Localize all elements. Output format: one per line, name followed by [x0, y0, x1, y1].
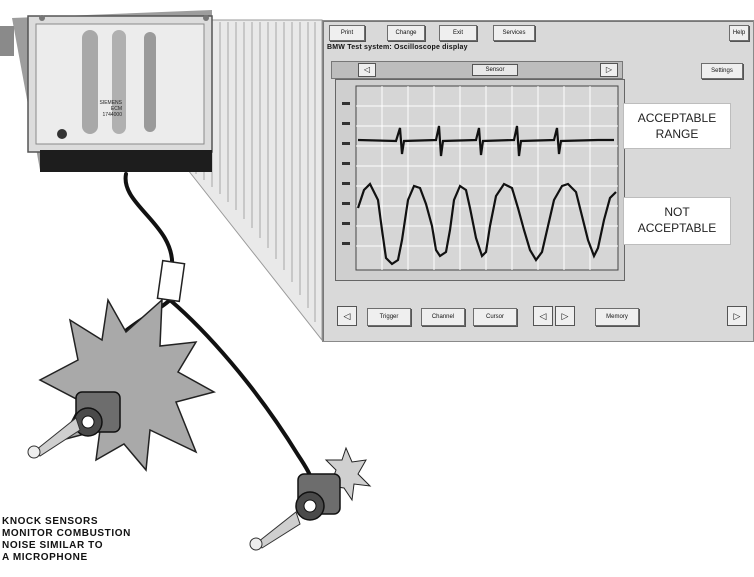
caption-line: MONITOR COMBUSTION	[2, 528, 202, 540]
harness-junction	[157, 261, 184, 302]
settings-button[interactable]: Settings	[701, 63, 743, 79]
arrow-right-icon[interactable]: ▷	[600, 63, 618, 77]
scope-axis-ticks	[342, 102, 350, 245]
page-forward-icon[interactable]: ▷	[727, 306, 747, 326]
print-button[interactable]: Print	[329, 25, 365, 41]
annotation-line: ACCEPTABLE	[624, 220, 730, 236]
annotation-line: ACCEPTABLE	[624, 110, 730, 126]
caption: KNOCK SENSORS MONITOR COMBUSTION NOISE S…	[2, 516, 202, 564]
annotation-line: RANGE	[624, 126, 730, 142]
services-button[interactable]: Services	[493, 25, 535, 41]
change-button[interactable]: Change	[387, 25, 425, 41]
tester-screen: Print Change Exit Services Help BMW Test…	[322, 20, 754, 342]
cursor-button[interactable]: Cursor	[473, 308, 517, 326]
arrow-left-icon[interactable]: ◁	[358, 63, 376, 77]
knock-sensor-2	[250, 474, 340, 550]
not-acceptable-box: NOT ACCEPTABLE	[623, 197, 731, 245]
ecu-label: SIEMENS ECM 1744000	[58, 100, 122, 118]
help-button[interactable]: Help	[729, 25, 749, 41]
acceptable-range-box: ACCEPTABLE RANGE	[623, 103, 731, 149]
caption-line: NOISE SIMILAR TO	[2, 540, 202, 552]
caption-line: A MICROPHONE	[2, 552, 202, 564]
memory-button[interactable]: Memory	[595, 308, 639, 326]
ecu-label-line: 1744000	[58, 112, 122, 118]
nav-label[interactable]: Sensor	[472, 64, 518, 76]
step-right-icon[interactable]: ▷	[555, 306, 575, 326]
page-back-icon[interactable]: ◁	[337, 306, 357, 326]
annotation-line: NOT	[624, 204, 730, 220]
channel-button[interactable]: Channel	[421, 308, 465, 326]
ecu-module	[0, 10, 212, 172]
screen-title: BMW Test system: Oscilloscope display	[327, 44, 468, 51]
oscilloscope-display	[335, 79, 625, 281]
oscilloscope-svg	[336, 80, 624, 280]
step-left-icon[interactable]: ◁	[533, 306, 553, 326]
exit-button[interactable]: Exit	[439, 25, 477, 41]
channel-nav-bar: ◁ Sensor ▷	[331, 61, 623, 79]
trigger-button[interactable]: Trigger	[367, 308, 411, 326]
combustion-burst-large	[40, 300, 214, 470]
caption-line: KNOCK SENSORS	[2, 516, 202, 528]
